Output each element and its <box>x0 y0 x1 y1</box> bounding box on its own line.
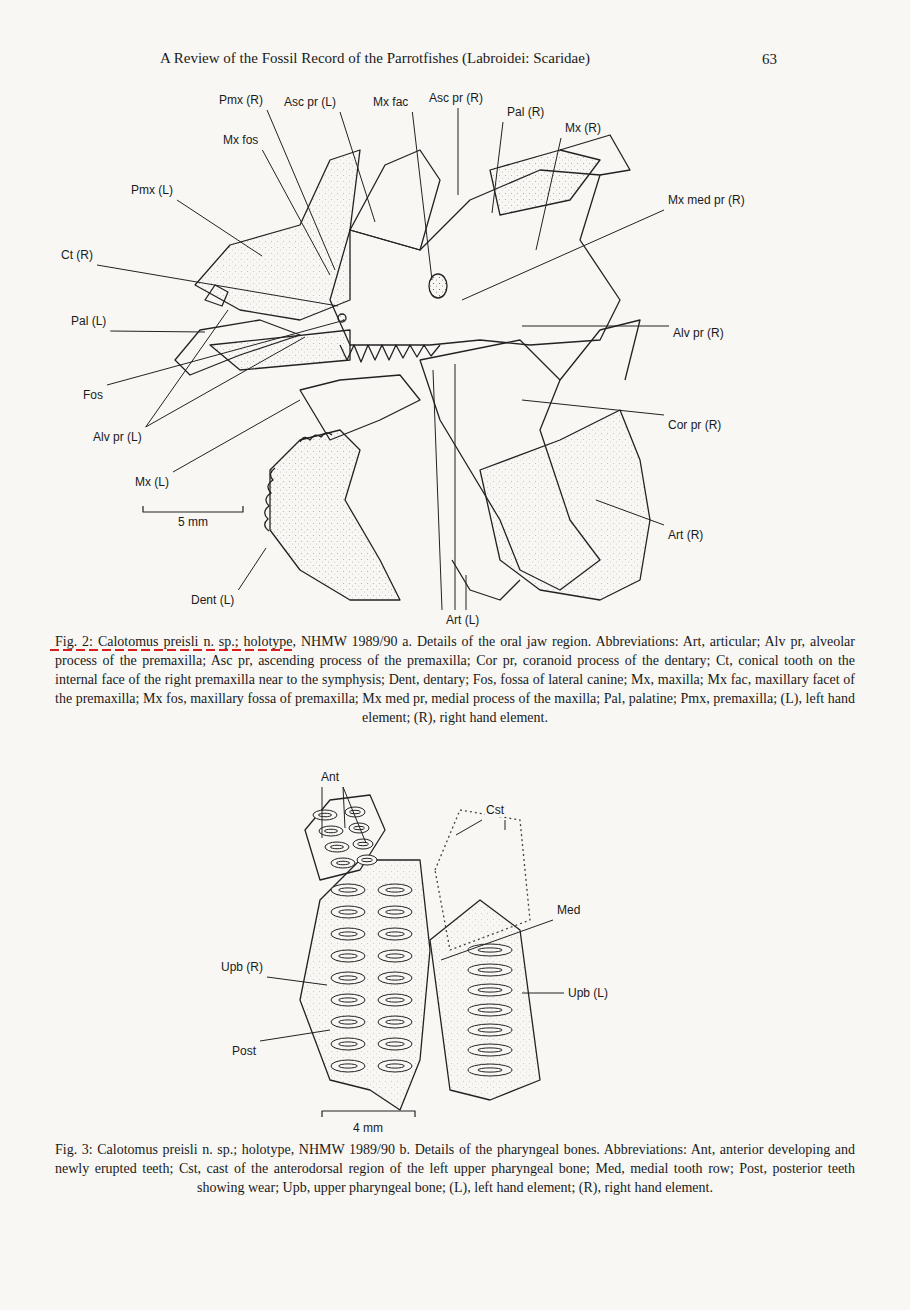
leader-line <box>107 320 345 385</box>
leader-line <box>267 110 335 270</box>
leader-line <box>455 364 456 610</box>
part-label: Post <box>231 1044 257 1058</box>
leader-line <box>458 108 459 195</box>
tooth <box>331 1038 365 1050</box>
leader-line <box>343 787 366 843</box>
tooth <box>331 1060 365 1072</box>
part-label: Mx (R) <box>564 121 602 135</box>
tooth <box>468 944 512 956</box>
leader-line <box>596 500 664 525</box>
tooth <box>378 884 412 896</box>
scale-label: 5 mm <box>177 515 209 529</box>
part-label: Pmx (R) <box>218 93 264 107</box>
tooth <box>357 855 377 865</box>
leader-line <box>97 265 338 306</box>
tooth <box>378 972 412 984</box>
part-label: Dent (L) <box>190 593 235 607</box>
running-header: A Review of the Fossil Record of the Par… <box>160 49 590 67</box>
tooth <box>468 1044 512 1056</box>
part-label: Pal (L) <box>70 314 107 328</box>
tooth <box>468 964 512 976</box>
part-label: Ct (R) <box>60 248 94 262</box>
oral-jaw-drawing <box>143 135 650 1117</box>
tooth <box>331 950 365 962</box>
red-underline <box>50 649 292 651</box>
leader-line <box>466 575 467 610</box>
leader-line <box>536 138 561 250</box>
leader-line <box>146 310 228 427</box>
leader-line <box>522 993 564 994</box>
leader-line <box>441 920 553 960</box>
tooth <box>378 906 412 918</box>
tooth <box>353 839 373 849</box>
tooth <box>313 810 337 820</box>
leader-line <box>522 400 664 415</box>
tooth <box>468 1024 512 1036</box>
part-label: Cst <box>485 803 505 817</box>
leader-line <box>262 150 330 275</box>
tooth <box>331 972 365 984</box>
leader-line <box>456 820 482 835</box>
part-label: Art (L) <box>445 613 480 627</box>
tooth <box>468 1064 512 1076</box>
tooth <box>319 826 343 836</box>
part-label: Alv pr (L) <box>92 430 143 444</box>
tooth <box>349 823 369 833</box>
tooth <box>331 906 365 918</box>
tooth <box>378 1038 412 1050</box>
leader-line <box>462 210 664 300</box>
part-label: Fos <box>82 388 104 402</box>
part-label: Mx fac <box>372 95 409 109</box>
part-label: Mx med pr (R) <box>667 193 746 207</box>
part-label: Pal (R) <box>506 105 545 119</box>
part-label: Pmx (L) <box>130 183 174 197</box>
tooth <box>378 1016 412 1028</box>
leader-line <box>343 787 345 828</box>
leader-line <box>522 326 669 327</box>
figure-caption: Fig. 3: Calotomus preisli n. sp.; holoty… <box>55 1140 855 1197</box>
part-label: Mx (L) <box>134 475 170 489</box>
part-label: Asc pr (L) <box>283 95 337 109</box>
part-label: Asc pr (R) <box>428 91 484 105</box>
part-label: Ant <box>320 770 340 784</box>
part-label: Upb (L) <box>567 986 609 1000</box>
tooth <box>331 928 365 940</box>
tooth <box>331 858 355 868</box>
tooth <box>378 928 412 940</box>
leader-line <box>260 1030 330 1041</box>
tooth <box>468 984 512 996</box>
tooth <box>325 842 349 852</box>
leader-line <box>146 337 305 427</box>
tooth <box>378 1060 412 1072</box>
leader-line <box>267 977 327 985</box>
scale-label: 4 mm <box>352 1121 384 1135</box>
tooth <box>468 1004 512 1016</box>
page-number: 63 <box>762 50 777 68</box>
tooth <box>331 1016 365 1028</box>
part-label: Cor pr (R) <box>667 418 722 432</box>
part-label: Alv pr (R) <box>672 326 725 340</box>
leader-line <box>433 370 442 610</box>
leader-line <box>177 200 262 256</box>
tooth <box>331 994 365 1006</box>
leader-line <box>322 787 323 838</box>
leader-line <box>340 112 375 222</box>
figure-caption: Fig. 2: Calotomus preisli n. sp.; holoty… <box>55 632 855 727</box>
part-label: Art (R) <box>667 528 704 542</box>
part-label: Upb (R) <box>220 960 264 974</box>
leader-line <box>173 400 300 472</box>
leader-line <box>110 331 205 332</box>
leader-line <box>412 112 432 280</box>
tooth <box>378 950 412 962</box>
part-label: Med <box>556 903 581 917</box>
leader-line <box>492 122 503 213</box>
leader-line <box>505 820 506 830</box>
tooth <box>378 994 412 1006</box>
tooth <box>331 884 365 896</box>
leader-line <box>238 548 266 590</box>
part-label: Mx fos <box>222 133 259 147</box>
